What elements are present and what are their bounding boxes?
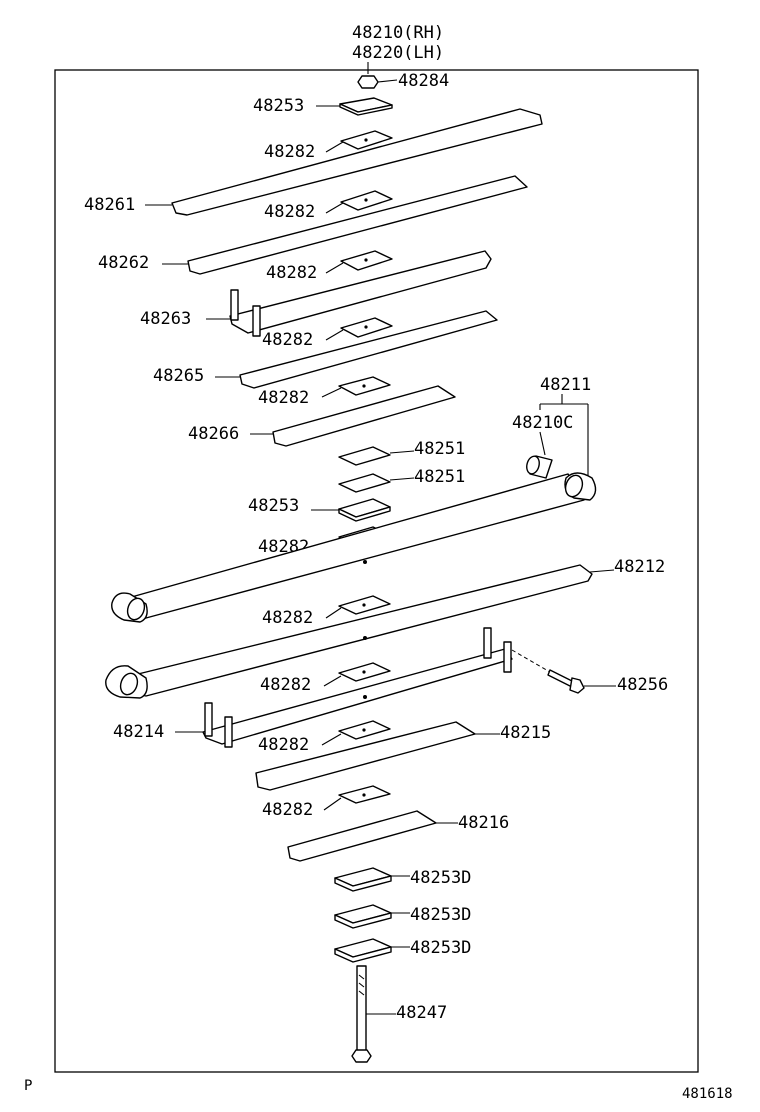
callout-48265: 48265 bbox=[153, 366, 204, 386]
bolt-48256 bbox=[547, 669, 616, 694]
center-bolt-48247 bbox=[351, 965, 396, 1063]
pad-48253-mid bbox=[311, 498, 391, 522]
bolt-path-48256 bbox=[511, 649, 551, 673]
pad-48251-b bbox=[338, 473, 415, 493]
leaf-48216 bbox=[287, 810, 458, 862]
callout-48215: 48215 bbox=[500, 723, 551, 743]
callout-48266: 48266 bbox=[188, 424, 239, 444]
callout-48262: 48262 bbox=[98, 253, 149, 273]
callout-48282-9: 48282 bbox=[258, 735, 309, 755]
callout-48282-2: 48282 bbox=[264, 202, 315, 222]
pad-48282-5 bbox=[321, 376, 391, 416]
callout-48216: 48216 bbox=[458, 813, 509, 833]
plate-48253D-a bbox=[334, 867, 410, 892]
plate-48253D-c bbox=[334, 938, 410, 963]
bushing-48210C bbox=[526, 455, 553, 479]
callout-48214: 48214 bbox=[113, 722, 164, 742]
callout-48282-3: 48282 bbox=[266, 263, 317, 283]
callout-48211: 48211 bbox=[540, 375, 591, 395]
leaf-48265 bbox=[215, 310, 498, 389]
callout-48253-mid: 48253 bbox=[248, 496, 299, 516]
leaf-48262 bbox=[162, 175, 528, 275]
callout-48284: 48284 bbox=[398, 71, 449, 91]
leaf-48266 bbox=[250, 385, 456, 447]
leaf-48215 bbox=[255, 721, 500, 791]
plate-48253D-b bbox=[334, 904, 410, 929]
assembly-number-lh: 48220(LH) bbox=[352, 43, 444, 63]
callout-48253D-c: 48253D bbox=[410, 938, 471, 958]
callout-48210C: 48210C bbox=[512, 413, 573, 433]
callout-48253-top: 48253 bbox=[253, 96, 304, 116]
leaf-48263 bbox=[206, 250, 492, 337]
callout-48253D-a: 48253D bbox=[410, 868, 471, 888]
callout-48212: 48212 bbox=[614, 557, 665, 577]
assembly-number-rh: 48210(RH) bbox=[352, 23, 444, 43]
callout-48256: 48256 bbox=[617, 675, 668, 695]
callout-48251-a: 48251 bbox=[414, 439, 465, 459]
callout-48263: 48263 bbox=[140, 309, 191, 329]
callout-48261: 48261 bbox=[84, 195, 135, 215]
nut-48284 bbox=[357, 75, 398, 89]
callout-48282-10: 48282 bbox=[262, 800, 313, 820]
pad-48282-8 bbox=[323, 662, 391, 699]
plate-48253-top bbox=[316, 97, 393, 116]
callout-48282-4: 48282 bbox=[262, 330, 313, 350]
callout-48247: 48247 bbox=[396, 1003, 447, 1023]
main-leaf-48212 bbox=[105, 564, 615, 699]
callout-48282-5: 48282 bbox=[258, 388, 309, 408]
pad-48282-7 bbox=[325, 595, 391, 640]
main-leaf-48211 bbox=[111, 472, 597, 623]
callout-48282-1: 48282 bbox=[264, 142, 315, 162]
pad-48282-3 bbox=[325, 250, 393, 291]
leaf-48214 bbox=[175, 627, 513, 748]
leaf-48261 bbox=[145, 108, 543, 216]
callout-48282-8: 48282 bbox=[260, 675, 311, 695]
callout-48253D-b: 48253D bbox=[410, 905, 471, 925]
illustration-ref-number: 481618 bbox=[682, 1086, 733, 1102]
callout-48251-b: 48251 bbox=[414, 467, 465, 487]
page-code: P bbox=[24, 1078, 33, 1094]
pad-48251-a bbox=[338, 446, 415, 466]
diagram-frame bbox=[54, 69, 699, 1073]
callout-48282-7: 48282 bbox=[262, 608, 313, 628]
